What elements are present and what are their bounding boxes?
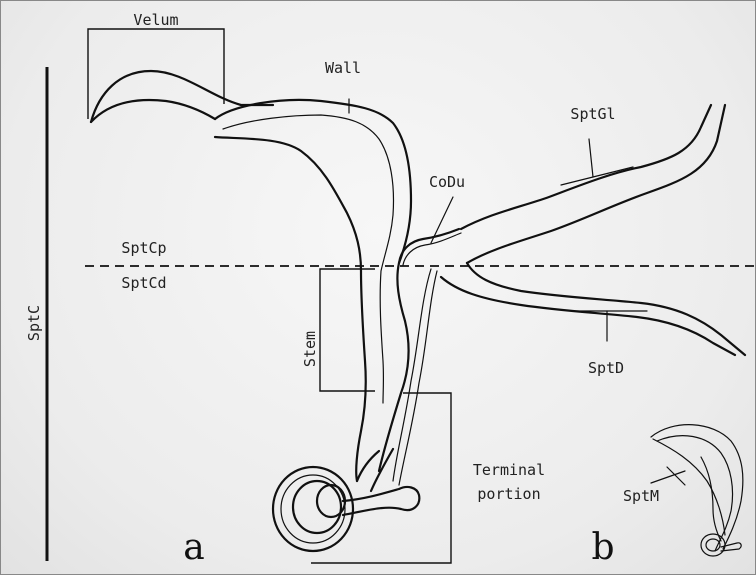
capsule-outer-right [213,98,413,473]
label-sptd: SptD [588,359,624,377]
thumb-coil-inner [705,538,721,552]
label-sptgl: SptGl [570,105,615,123]
terminal-coil-mid [291,479,343,535]
terminal-club [341,485,421,517]
sptgl-pointer-stem [588,138,594,178]
panel-label-a: a [183,527,204,568]
terminal-coil-ring [280,474,346,544]
codu-pointer [430,196,454,244]
inner-duct-a [392,268,432,482]
label-codu: CoDu [429,173,465,191]
sptgl-upper [459,103,713,231]
terminal-box [311,392,452,564]
label-wall: Wall [325,59,361,77]
sptgl-pointer-bar [560,166,634,186]
label-velum: Velum [133,11,178,29]
velum-inner [89,98,217,124]
velum-outer [89,69,275,124]
thumb-club [720,542,742,552]
label-terminal-2: portion [477,485,540,503]
sptm-pointer-b [650,470,686,484]
capsule-wall [222,114,395,404]
label-sptc: SptC [25,305,43,341]
capsule-outer-left [213,135,367,483]
panel-b-thumbnail [650,424,744,557]
label-sptm: SptM [623,487,659,505]
sptd-upper [465,261,747,357]
label-stem: Stem [301,331,319,367]
sptgl-lower [465,103,727,265]
codu-duct [397,227,461,265]
label-sptcd: SptCd [121,274,166,292]
stem-box [319,268,375,392]
thumb-wall [652,438,726,536]
thumb-outer [650,424,744,550]
panel-label-b: b [591,527,614,568]
inner-duct-b [398,270,438,486]
sptd-lower [439,275,737,357]
thumb-coil-outer [700,533,726,557]
thumb-inner [656,435,734,552]
codu-duct-inner [402,232,462,266]
terminal-neck-a [355,449,381,483]
velum-box [87,28,225,119]
label-sptcp: SptCp [121,239,166,257]
terminal-neck-b [369,447,395,493]
thumb-duct [700,456,722,542]
terminal-coil-outer [271,465,355,553]
sptm-pointer-a [666,466,686,486]
label-terminal-1: Terminal [473,461,545,479]
